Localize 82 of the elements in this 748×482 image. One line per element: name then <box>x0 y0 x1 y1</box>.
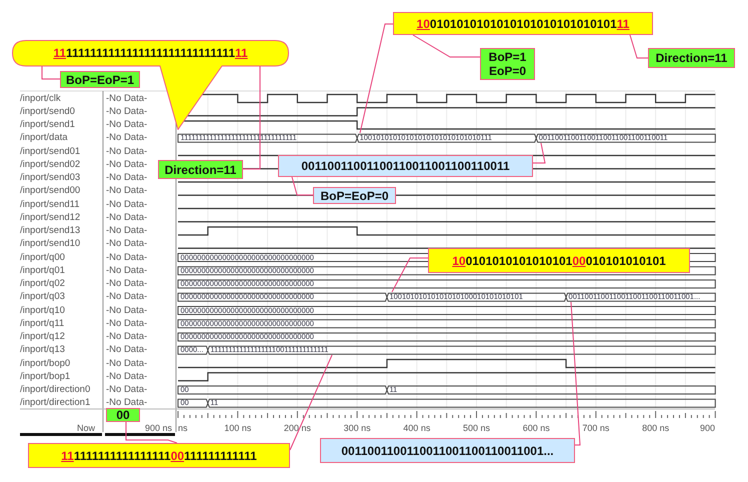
signal-value: -No Data- <box>106 133 148 144</box>
signal-name: /inport/q11 <box>20 318 64 329</box>
callout-box: BoP=EoP=0 <box>313 187 396 204</box>
signal-name: /inport/send13 <box>20 226 80 236</box>
signal-value: -No Data- <box>106 120 148 130</box>
signal-value: -No Data- <box>106 252 148 262</box>
signal-name: /inport/q00 <box>20 252 65 262</box>
callout-box: Direction=11 <box>158 160 243 179</box>
signal-name: /inport/direction0 <box>20 385 90 395</box>
signal-name: /inport/q02 <box>20 279 65 289</box>
signal-value: -No Data- <box>106 292 148 302</box>
signal-name: /inport/send1 <box>20 120 75 130</box>
tick-label: 400 ns <box>403 423 430 433</box>
tick-label: ns <box>178 423 188 433</box>
signal-value: -No Data- <box>106 212 148 223</box>
signal-value: -No Data- <box>106 398 148 408</box>
signal-value: -No Data- <box>106 106 148 117</box>
signal-value: -No Data- <box>106 318 148 329</box>
signal-name: /inport/send01 <box>20 146 80 156</box>
signal-name: /inport/send11 <box>20 200 80 210</box>
time-label: Now <box>77 423 96 433</box>
callout-box: 00110011001100110011001100110011 <box>278 155 533 177</box>
tick-label: 200 ns <box>284 423 311 433</box>
signal-value: -No Data- <box>106 226 148 236</box>
callout-box: 11111111111111111100111111111111 <box>28 443 290 468</box>
signal-name: /inport/send0 <box>20 106 75 117</box>
signal-name: /inport/bop0 <box>20 358 70 368</box>
signal-name: /inport/send10 <box>20 239 80 250</box>
signal-value: -No Data- <box>106 173 148 183</box>
callout-box: BoP=EoP=1 <box>60 71 140 88</box>
tick-label: 600 ns <box>522 423 550 433</box>
signal-value: -No Data- <box>106 266 148 276</box>
signal-value: -No Data- <box>106 385 148 395</box>
signal-value: -No Data- <box>106 372 148 382</box>
callout-box: 00 <box>106 408 140 422</box>
leader-line <box>532 142 546 164</box>
leader-line <box>292 176 314 196</box>
tick-label: 800 ns <box>642 423 670 433</box>
leader-line <box>570 302 581 446</box>
leader-line <box>360 24 394 134</box>
tick-label: 700 ns <box>582 423 610 433</box>
tick-label: 900 <box>700 423 716 433</box>
signal-name: /inport/send02 <box>20 160 80 170</box>
signal-name: /inport/q12 <box>20 332 65 342</box>
leader-line <box>126 422 178 444</box>
signal-name: /inport/direction1 <box>20 398 90 408</box>
signal-value: -No Data- <box>106 345 148 356</box>
callout-box: 0011001100110011001100110011001... <box>320 438 575 463</box>
signal-value: -No Data- <box>106 239 148 250</box>
signal-name: /inport/clk <box>20 94 61 104</box>
tick-label: 100 ns <box>224 423 252 433</box>
tick-label: 500 ns <box>463 423 490 433</box>
leader-line <box>290 354 332 450</box>
signal-value: -No Data- <box>106 186 148 196</box>
leader-line <box>392 258 428 292</box>
signal-value: -No Data- <box>106 279 148 289</box>
callout-box: BoP=1 EoP=0 <box>480 48 535 80</box>
leader-line <box>42 66 60 80</box>
tick-label: 300 ns <box>344 423 371 433</box>
signal-name: /inport/q03 <box>20 292 65 302</box>
signal-name: /inport/data <box>20 133 68 144</box>
signal-name: /inport/q10 <box>20 306 65 316</box>
signal-value: -No Data- <box>106 146 148 156</box>
signal-value: -No Data- <box>106 332 148 342</box>
signal-value: -No Data- <box>106 200 148 210</box>
signal-name: /inport/send00 <box>20 186 80 196</box>
signal-name: /inport/send03 <box>20 173 80 183</box>
signal-value: -No Data- <box>106 94 148 104</box>
leader-line <box>630 34 648 58</box>
leader-line <box>242 66 260 170</box>
callout-box: Direction=11 <box>648 48 735 68</box>
signal-name: /inport/bop1 <box>20 372 70 382</box>
signal-value: -No Data- <box>106 306 148 316</box>
signal-name: /inport/send12 <box>20 212 80 223</box>
callout-box: 10010101010101010100010101010101 <box>428 248 690 273</box>
time-label: 900 ns <box>145 423 172 433</box>
leader-line <box>412 34 480 58</box>
callout-box: 10010101010101010101010101010111 <box>393 12 653 35</box>
signal-name: /inport/q01 <box>20 266 65 276</box>
signal-name: /inport/q13 <box>20 345 65 356</box>
signal-value: -No Data- <box>106 160 148 170</box>
signal-value: -No Data- <box>106 358 148 368</box>
